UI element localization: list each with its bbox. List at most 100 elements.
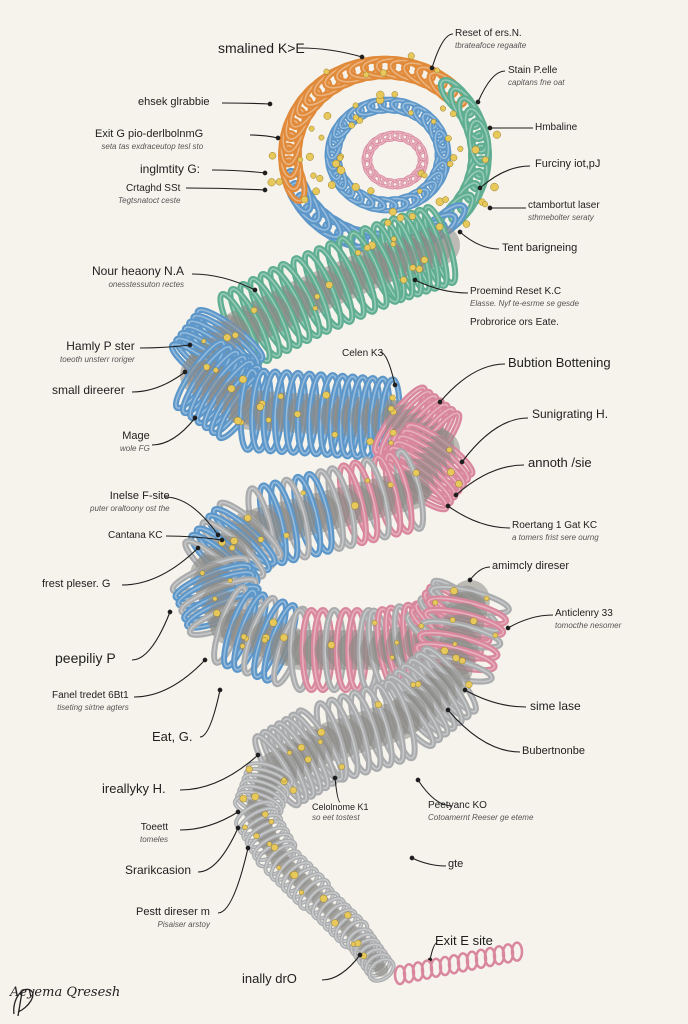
particle [483, 595, 490, 602]
particle [408, 212, 416, 220]
particle [331, 919, 339, 927]
particle [352, 102, 359, 109]
particle [440, 646, 449, 655]
helix-coil [432, 128, 451, 161]
artist-signature: Aeyema Qresesh [10, 985, 121, 1000]
helix-coil-highlight [434, 130, 450, 160]
leader-line [131, 611, 171, 661]
leader-arrowhead [215, 532, 221, 538]
particle [465, 681, 473, 689]
particle [267, 178, 276, 187]
particle [294, 410, 301, 418]
particle [387, 405, 395, 413]
leader-line [334, 777, 341, 803]
particle [462, 220, 471, 228]
particle [268, 152, 277, 160]
particle [492, 130, 501, 139]
particle [312, 305, 318, 311]
leader-arrowhead [187, 342, 193, 348]
particle [227, 578, 233, 584]
leader-arrowhead [167, 609, 173, 615]
helix-coil [390, 130, 410, 143]
particle [297, 156, 304, 163]
particle [213, 367, 219, 373]
particle [374, 701, 382, 709]
particle [233, 416, 242, 425]
helix-coil-highlight [400, 133, 418, 146]
particle [376, 90, 385, 99]
particle [417, 188, 423, 194]
particle [289, 786, 297, 794]
particle [317, 728, 326, 737]
helix-coil [362, 142, 375, 161]
particle [327, 641, 336, 649]
leader-line [197, 827, 239, 873]
particle [256, 403, 264, 411]
particle [400, 276, 408, 284]
particle [446, 160, 454, 168]
particle [367, 187, 375, 195]
leader-arrowhead [475, 99, 481, 105]
helix-coil [466, 117, 492, 168]
leader-line [221, 102, 271, 105]
particle [213, 609, 221, 617]
leader-line [321, 954, 361, 981]
leader-arrowhead [453, 492, 459, 498]
leader-line [211, 169, 266, 174]
particle [242, 824, 248, 831]
leader-line [133, 659, 206, 698]
helix-coil [366, 167, 382, 184]
particle [230, 537, 239, 545]
particle [439, 105, 446, 112]
leader-line [431, 33, 454, 69]
leader-line [455, 464, 525, 496]
leader-line [151, 417, 196, 446]
particle [388, 440, 394, 446]
helix-coil-highlight [381, 131, 399, 142]
particle [371, 620, 378, 626]
particle [336, 154, 344, 162]
particle [412, 469, 420, 477]
particle [238, 375, 247, 384]
particle [325, 281, 333, 289]
particle [420, 256, 429, 264]
helix-coil-highlight [372, 133, 390, 146]
particle [310, 172, 317, 179]
leader-line [447, 709, 521, 753]
helix-coil [417, 150, 429, 170]
leader-line [507, 614, 554, 629]
helix-coil-highlight [362, 151, 372, 169]
helix-coil [380, 130, 400, 143]
helix-coil [367, 957, 396, 983]
particle [261, 810, 269, 818]
leader-arrowhead [192, 415, 198, 421]
particle [458, 657, 466, 665]
particle [450, 110, 457, 118]
particle [300, 490, 306, 496]
leader-arrowhead [437, 399, 443, 405]
helix-coil-highlight [363, 143, 375, 161]
helix-coil [380, 177, 400, 190]
particle [389, 394, 396, 402]
particle [408, 110, 414, 116]
particle [268, 818, 275, 825]
leader-arrowhead [235, 809, 241, 815]
helix-coil-highlight [366, 137, 381, 153]
helix-coil [400, 173, 418, 188]
particle [409, 264, 417, 272]
particle [323, 112, 332, 120]
particle [390, 241, 397, 248]
particle [308, 125, 315, 132]
leader-line [131, 371, 186, 393]
helix-coil [390, 177, 410, 190]
leader-line [417, 779, 453, 807]
leader-line [217, 847, 249, 914]
tube-core [374, 963, 389, 977]
leader-arrowhead [392, 382, 398, 388]
particle [245, 765, 253, 773]
leader-line [439, 363, 506, 403]
particle [351, 183, 360, 192]
leader-line [414, 279, 469, 294]
helix-coil-highlight [391, 178, 409, 189]
leader-arrowhead [487, 125, 493, 131]
